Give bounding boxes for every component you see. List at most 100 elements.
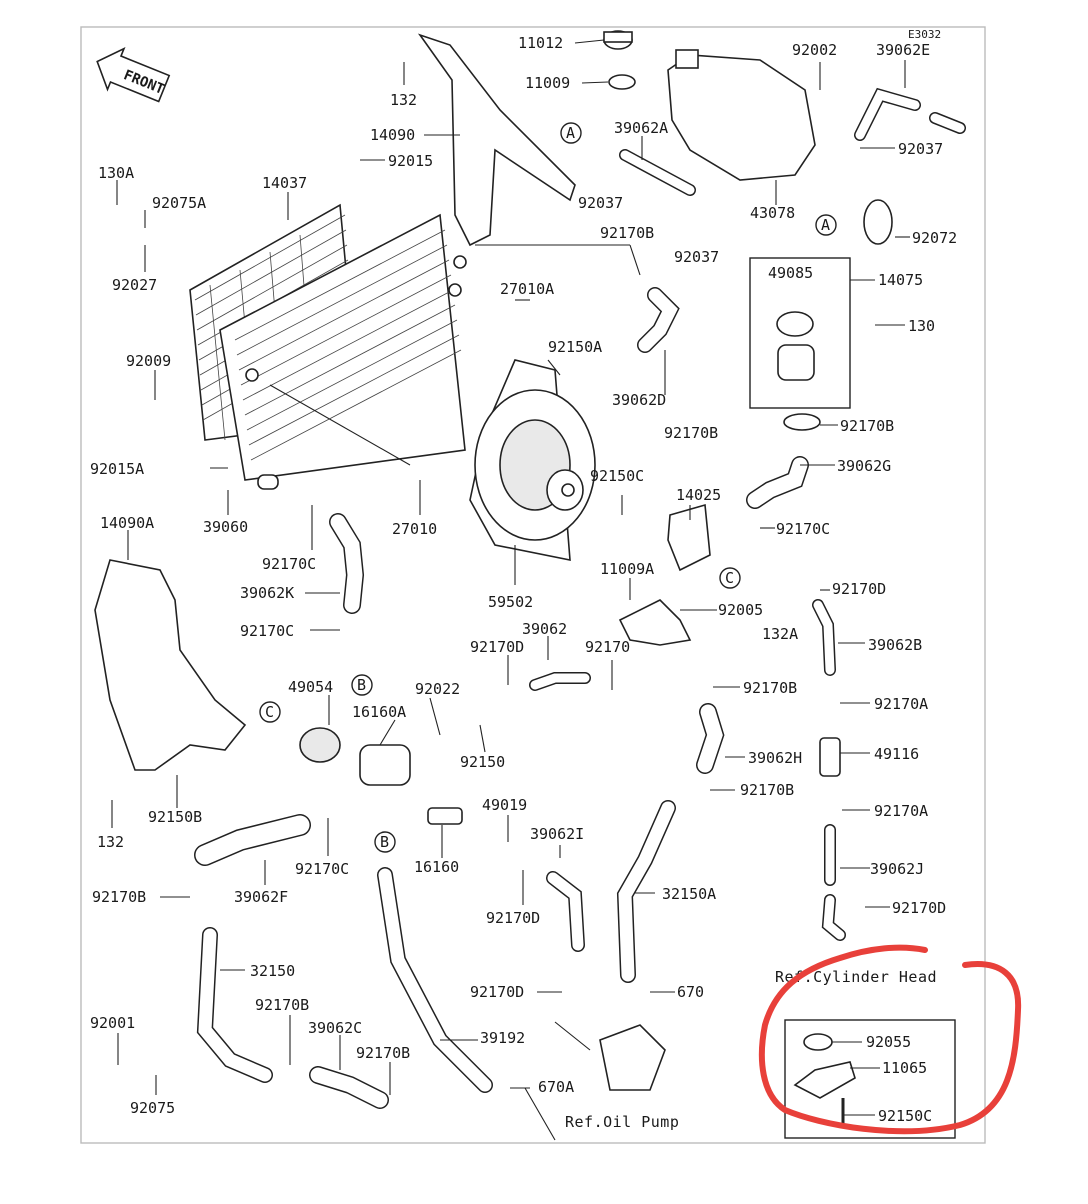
part-label: 27010A xyxy=(500,280,554,298)
part-label: 92150A xyxy=(548,338,602,356)
part-label: 16160 xyxy=(414,858,459,876)
diagram-code: E3032 xyxy=(908,28,941,41)
part-label: 11009A xyxy=(600,560,654,578)
part-label: 92002 xyxy=(792,41,837,59)
part-label: 92009 xyxy=(126,352,171,370)
part-label: 92022 xyxy=(415,680,460,698)
oil-pump-body xyxy=(599,1024,666,1091)
front-arrow-icon: FRONT xyxy=(96,46,171,103)
part-label: 39060 xyxy=(203,518,248,536)
part-label: 39062 xyxy=(522,620,567,638)
part-label: 39192 xyxy=(480,1029,525,1047)
part-label: 92072 xyxy=(912,229,957,247)
ref-cylinder-head-label: Ref.Cylinder Head xyxy=(775,968,937,986)
water-pipe-16160A xyxy=(359,744,411,786)
part-label: 92170C xyxy=(295,860,349,878)
part-label: 49019 xyxy=(482,796,527,814)
part-label: 92170D xyxy=(892,899,946,917)
part-label: 132 xyxy=(97,833,124,851)
part-label: 39062F xyxy=(234,888,288,906)
part-label: 14090A xyxy=(100,514,154,532)
part-label: 92170B xyxy=(743,679,797,697)
part-label: 132 xyxy=(390,91,417,109)
part-label: 14037 xyxy=(262,174,307,192)
part-label: 92005 xyxy=(718,601,763,619)
thermostat-cover xyxy=(667,503,711,572)
filler-box xyxy=(749,257,851,409)
svg-text:A: A xyxy=(821,216,830,234)
part-label: 92037 xyxy=(898,140,943,158)
part-label: 27010 xyxy=(392,520,437,538)
part-label: 49116 xyxy=(874,745,919,763)
cap-49054 xyxy=(299,727,341,763)
part-label: 92001 xyxy=(90,1014,135,1032)
part-label: 92170B xyxy=(255,996,309,1014)
part-label: 92170A xyxy=(874,802,928,820)
part-label: 92170C xyxy=(776,520,830,538)
part-label: 92170A xyxy=(874,695,928,713)
callout-b-1: B xyxy=(351,674,373,696)
part-label: 92075A xyxy=(152,194,206,212)
part-label: 43078 xyxy=(750,204,795,222)
part-label: 92150C xyxy=(878,1107,932,1125)
part-label: 670 xyxy=(677,983,704,1001)
ref-oil-pump-label: Ref.Oil Pump xyxy=(565,1113,679,1131)
callout-a-1: A xyxy=(560,122,582,144)
radiator xyxy=(189,203,467,490)
part-label: 92150B xyxy=(148,808,202,826)
part-label: 92170C xyxy=(262,555,316,573)
svg-text:C: C xyxy=(265,703,274,721)
svg-text:B: B xyxy=(380,833,389,851)
part-label: 92150 xyxy=(460,753,505,771)
part-label: 92170B xyxy=(740,781,794,799)
part-label: 92170B xyxy=(840,417,894,435)
hoses xyxy=(194,287,846,1109)
part-label: 49085 xyxy=(768,264,813,282)
part-label: 92150C xyxy=(590,467,644,485)
callout-b-2: B xyxy=(374,831,396,853)
part-label: 92170B xyxy=(600,224,654,242)
part-label: 32150A xyxy=(662,885,716,903)
part-label: 49054 xyxy=(288,678,333,696)
bracket-upper xyxy=(417,33,576,247)
part-labels: 11012 11009 92002 39062E 132 14090 39062… xyxy=(90,34,957,1125)
part-label: 11012 xyxy=(518,34,563,52)
part-label: 59502 xyxy=(488,593,533,611)
bracket-lower xyxy=(94,559,247,771)
part-label: 32150 xyxy=(250,962,295,980)
part-label: 92037 xyxy=(578,194,623,212)
part-label: 92037 xyxy=(674,248,719,266)
part-label: 92170C xyxy=(240,622,294,640)
svg-text:C: C xyxy=(725,569,734,587)
part-label: 14090 xyxy=(370,126,415,144)
part-label: 92075 xyxy=(130,1099,175,1117)
part-label: 92170B xyxy=(664,424,718,442)
part-label: 92170B xyxy=(356,1044,410,1062)
part-label: 39062J xyxy=(870,860,924,878)
part-label: 92055 xyxy=(866,1033,911,1051)
part-label: 11009 xyxy=(525,74,570,92)
callout-c-1: C xyxy=(719,567,741,589)
callout-a-2: A xyxy=(815,214,837,236)
part-label: 92170D xyxy=(832,580,886,598)
part-label: 92027 xyxy=(112,276,157,294)
svg-text:B: B xyxy=(357,676,366,694)
clamp-92072 xyxy=(863,199,893,245)
part-label: 16160A xyxy=(352,703,406,721)
part-label: 39062B xyxy=(868,636,922,654)
part-label: 92170B xyxy=(92,888,146,906)
fan-assembly xyxy=(469,359,596,561)
part-label: 14025 xyxy=(676,486,721,504)
part-label: 92170D xyxy=(486,909,540,927)
callout-c-2: C xyxy=(259,701,281,723)
part-label: 39062G xyxy=(837,457,891,475)
part-label: 39062D xyxy=(612,391,666,409)
part-label: 130 xyxy=(908,317,935,335)
reservoir-tank xyxy=(667,54,816,181)
part-label: 39062E xyxy=(876,41,930,59)
part-label: 92015 xyxy=(388,152,433,170)
part-label: 92170D xyxy=(470,983,524,1001)
part-label: 92170 xyxy=(585,638,630,656)
